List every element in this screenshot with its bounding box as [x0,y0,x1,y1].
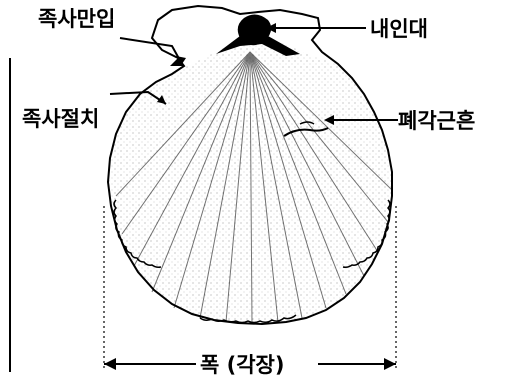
shell-body [108,6,392,324]
label-byssal-notch-side: 족사절치 [22,107,99,131]
label-ligament: 내인대 [370,17,428,41]
label-byssal-notch-top: 족사만입 [38,7,115,31]
label-adductor-scar: 폐각근흔 [398,109,475,133]
label-width: 폭 (각장) [200,353,284,377]
